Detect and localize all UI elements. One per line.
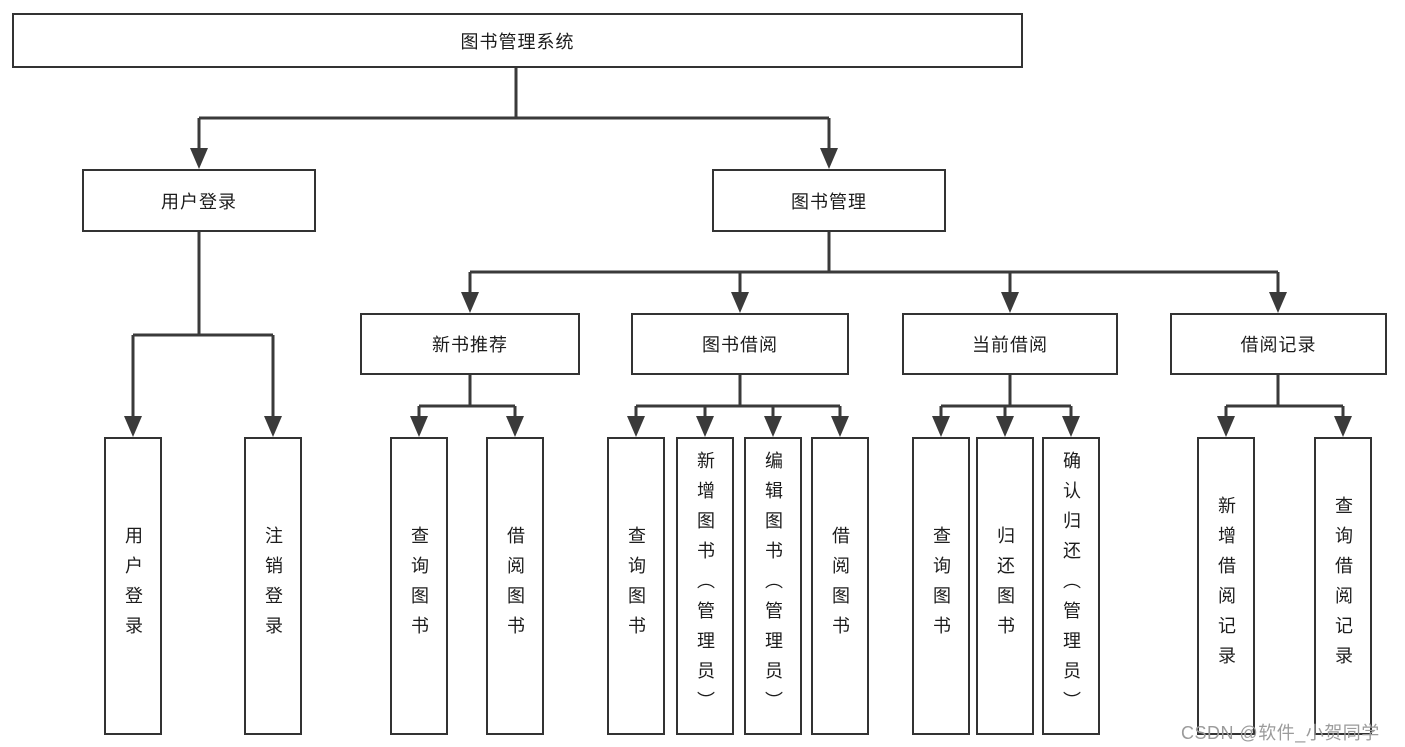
leaf-borrow-books: 借阅图书: [811, 437, 869, 735]
leaf-confirm-return-admin: 确认归还（管理员）: [1042, 437, 1100, 735]
leaf-query-borrow-record: 查询借阅记录: [1314, 437, 1372, 735]
leaf-edit-books-admin: 编辑图书（管理员）: [744, 437, 802, 735]
connector-root-to-level2: [190, 68, 838, 169]
leaf-query-books-current-label: 查询图书: [931, 526, 951, 646]
leaf-add-books-admin: 新增图书（管理员）: [676, 437, 734, 735]
leaf-query-books-borrow-label: 查询图书: [626, 526, 646, 646]
leaf-return-books-label: 归还图书: [995, 526, 1015, 646]
connector-login-to-leaves: [124, 232, 282, 437]
node-new-book-recommend-label: 新书推荐: [432, 335, 508, 355]
node-user-login-label: 用户登录: [161, 191, 237, 212]
leaf-query-books-borrow: 查询图书: [607, 437, 665, 735]
node-borrow-records-label: 借阅记录: [1240, 335, 1317, 355]
leaf-add-borrow-record: 新增借阅记录: [1197, 437, 1255, 735]
leaf-confirm-return-admin-label: 确认归还（管理员）: [1061, 451, 1081, 721]
node-book-management: 图书管理: [712, 169, 946, 232]
connector-current-to-leaves: [932, 375, 1080, 437]
leaf-query-borrow-record-label: 查询借阅记录: [1333, 496, 1353, 676]
node-library-system-label: 图书管理系统: [460, 31, 575, 52]
connector-recommend-to-leaves: [410, 375, 524, 437]
leaf-add-borrow-record-label: 新增借阅记录: [1216, 496, 1236, 676]
leaf-query-books-recommend: 查询图书: [390, 437, 448, 735]
node-new-book-recommend: 新书推荐: [360, 313, 580, 375]
connector-borrow-to-leaves: [627, 375, 849, 437]
node-library-system: 图书管理系统: [12, 13, 1023, 68]
leaf-query-books-recommend-label: 查询图书: [409, 526, 429, 646]
leaf-logout-label: 注销登录: [263, 526, 283, 646]
connector-records-to-leaves: [1217, 375, 1352, 437]
leaf-user-login: 用户登录: [104, 437, 162, 735]
node-book-management-label: 图书管理: [791, 191, 867, 212]
node-user-login: 用户登录: [82, 169, 316, 232]
leaf-user-login-label: 用户登录: [123, 526, 143, 646]
leaf-borrow-books-label: 借阅图书: [830, 526, 850, 646]
leaf-add-books-admin-label: 新增图书（管理员）: [695, 451, 715, 721]
leaf-borrow-books-recommend-label: 借阅图书: [505, 526, 525, 646]
leaf-edit-books-admin-label: 编辑图书（管理员）: [763, 451, 783, 721]
node-borrow-records: 借阅记录: [1170, 313, 1387, 375]
node-book-borrow: 图书借阅: [631, 313, 849, 375]
connector-mgmt-to-level3: [461, 232, 1287, 313]
leaf-logout: 注销登录: [244, 437, 302, 735]
leaf-query-books-current: 查询图书: [912, 437, 970, 735]
csdn-watermark: CSDN @软件_小贺同学: [1181, 723, 1380, 743]
node-book-borrow-label: 图书借阅: [702, 335, 778, 355]
leaf-return-books: 归还图书: [976, 437, 1034, 735]
node-current-borrow: 当前借阅: [902, 313, 1118, 375]
leaf-borrow-books-recommend: 借阅图书: [486, 437, 544, 735]
node-current-borrow-label: 当前借阅: [972, 335, 1048, 355]
